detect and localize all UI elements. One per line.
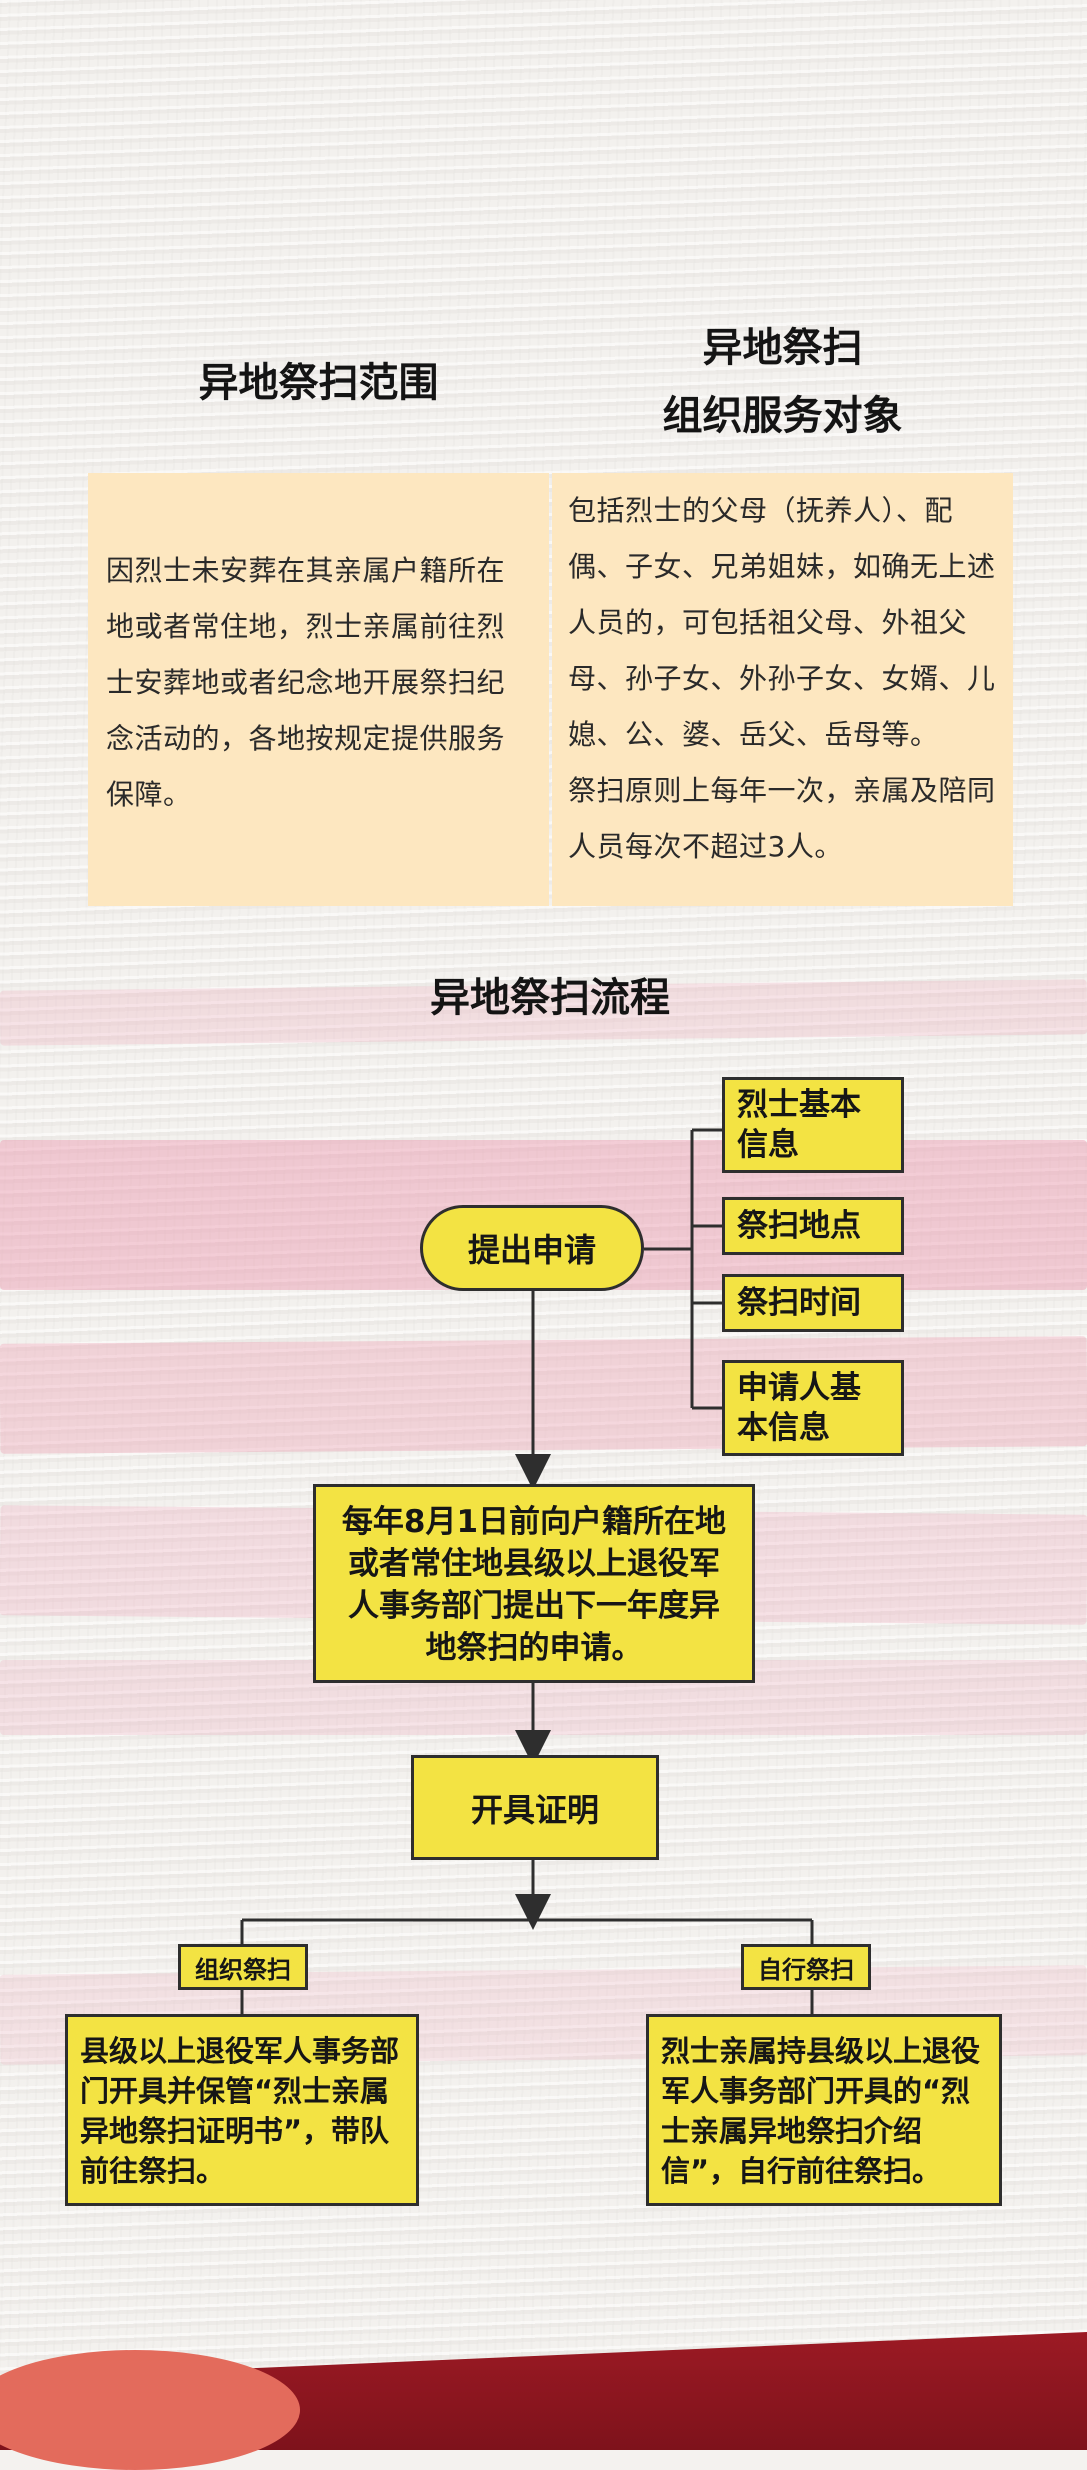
branch-org-node: 县级以上退役军人事务部门开具并保管“烈士亲属异地祭扫证明书”，带队前往祭扫。 — [65, 2014, 419, 2206]
service-heading-line1: 异地祭扫 — [702, 325, 863, 371]
material-label: 烈士基本信息 — [737, 1087, 861, 1163]
process-heading: 异地祭扫流程 — [430, 975, 670, 1021]
material-item-location: 祭扫地点 — [722, 1197, 904, 1255]
scope-heading: 异地祭扫范围 — [198, 360, 439, 406]
material-label: 祭扫时间 — [737, 1285, 861, 1321]
material-item-time: 祭扫时间 — [722, 1274, 904, 1332]
branch-self-tag: 自行祭扫 — [741, 1944, 871, 1990]
service-panel: 包括烈士的父母（抚养人）、配偶、子女、兄弟姐妹，如确无上述人员的，可包括祖父母、… — [552, 473, 1013, 906]
service-heading-line2: 组织服务对象 — [662, 393, 903, 439]
branch-self-label: 自行祭扫 — [758, 1955, 854, 1984]
scope-panel: 因烈士未安葬在其亲属户籍所在地或者常住地，烈士亲属前往烈士安葬地或者纪念地开展祭… — [88, 473, 549, 906]
apply-label: 提出申请 — [467, 1231, 596, 1269]
branch-self-text: 烈士亲属持县级以上退役军人事务部门开具的“烈士亲属异地祭扫介绍信”，自行前往祭扫… — [661, 2034, 981, 2188]
branch-org-tag: 组织祭扫 — [178, 1944, 308, 1990]
deadline-node: 每年8月1日前向户籍所在地或者常住地县级以上退役军人事务部门提出下一年度异地祭扫… — [313, 1484, 755, 1683]
bottom-decoration-blob — [0, 2350, 300, 2470]
service-text-relatives: 包括烈士的父母（抚养人）、配偶、子女、兄弟姐妹，如确无上述人员的，可包括祖父母、… — [568, 494, 996, 751]
deadline-text: 每年8月1日前向户籍所在地或者常住地县级以上退役军人事务部门提出下一年度异地祭扫… — [341, 1504, 727, 1666]
apply-node: 提出申请 — [420, 1205, 644, 1291]
service-heading: 异地祭扫 组织服务对象 — [552, 320, 1013, 444]
branch-self-node: 烈士亲属持县级以上退役军人事务部门开具的“烈士亲属异地祭扫介绍信”，自行前往祭扫… — [646, 2014, 1002, 2206]
material-label: 申请人基本信息 — [737, 1370, 861, 1446]
material-item-applicant-info: 申请人基本信息 — [722, 1360, 904, 1456]
material-item-martyr-info: 烈士基本信息 — [722, 1077, 904, 1173]
certificate-label: 开具证明 — [470, 1790, 599, 1829]
branch-org-text: 县级以上退役军人事务部门开具并保管“烈士亲属异地祭扫证明书”，带队前往祭扫。 — [80, 2034, 400, 2188]
scope-text: 因烈士未安葬在其亲属户籍所在地或者常住地，烈士亲属前往烈士安葬地或者纪念地开展祭… — [106, 554, 506, 811]
service-text-frequency: 祭扫原则上每年一次，亲属及陪同人员每次不超过3人。 — [568, 774, 996, 863]
material-label: 祭扫地点 — [737, 1208, 861, 1244]
certificate-node: 开具证明 — [411, 1755, 659, 1860]
branch-org-label: 组织祭扫 — [195, 1955, 291, 1984]
